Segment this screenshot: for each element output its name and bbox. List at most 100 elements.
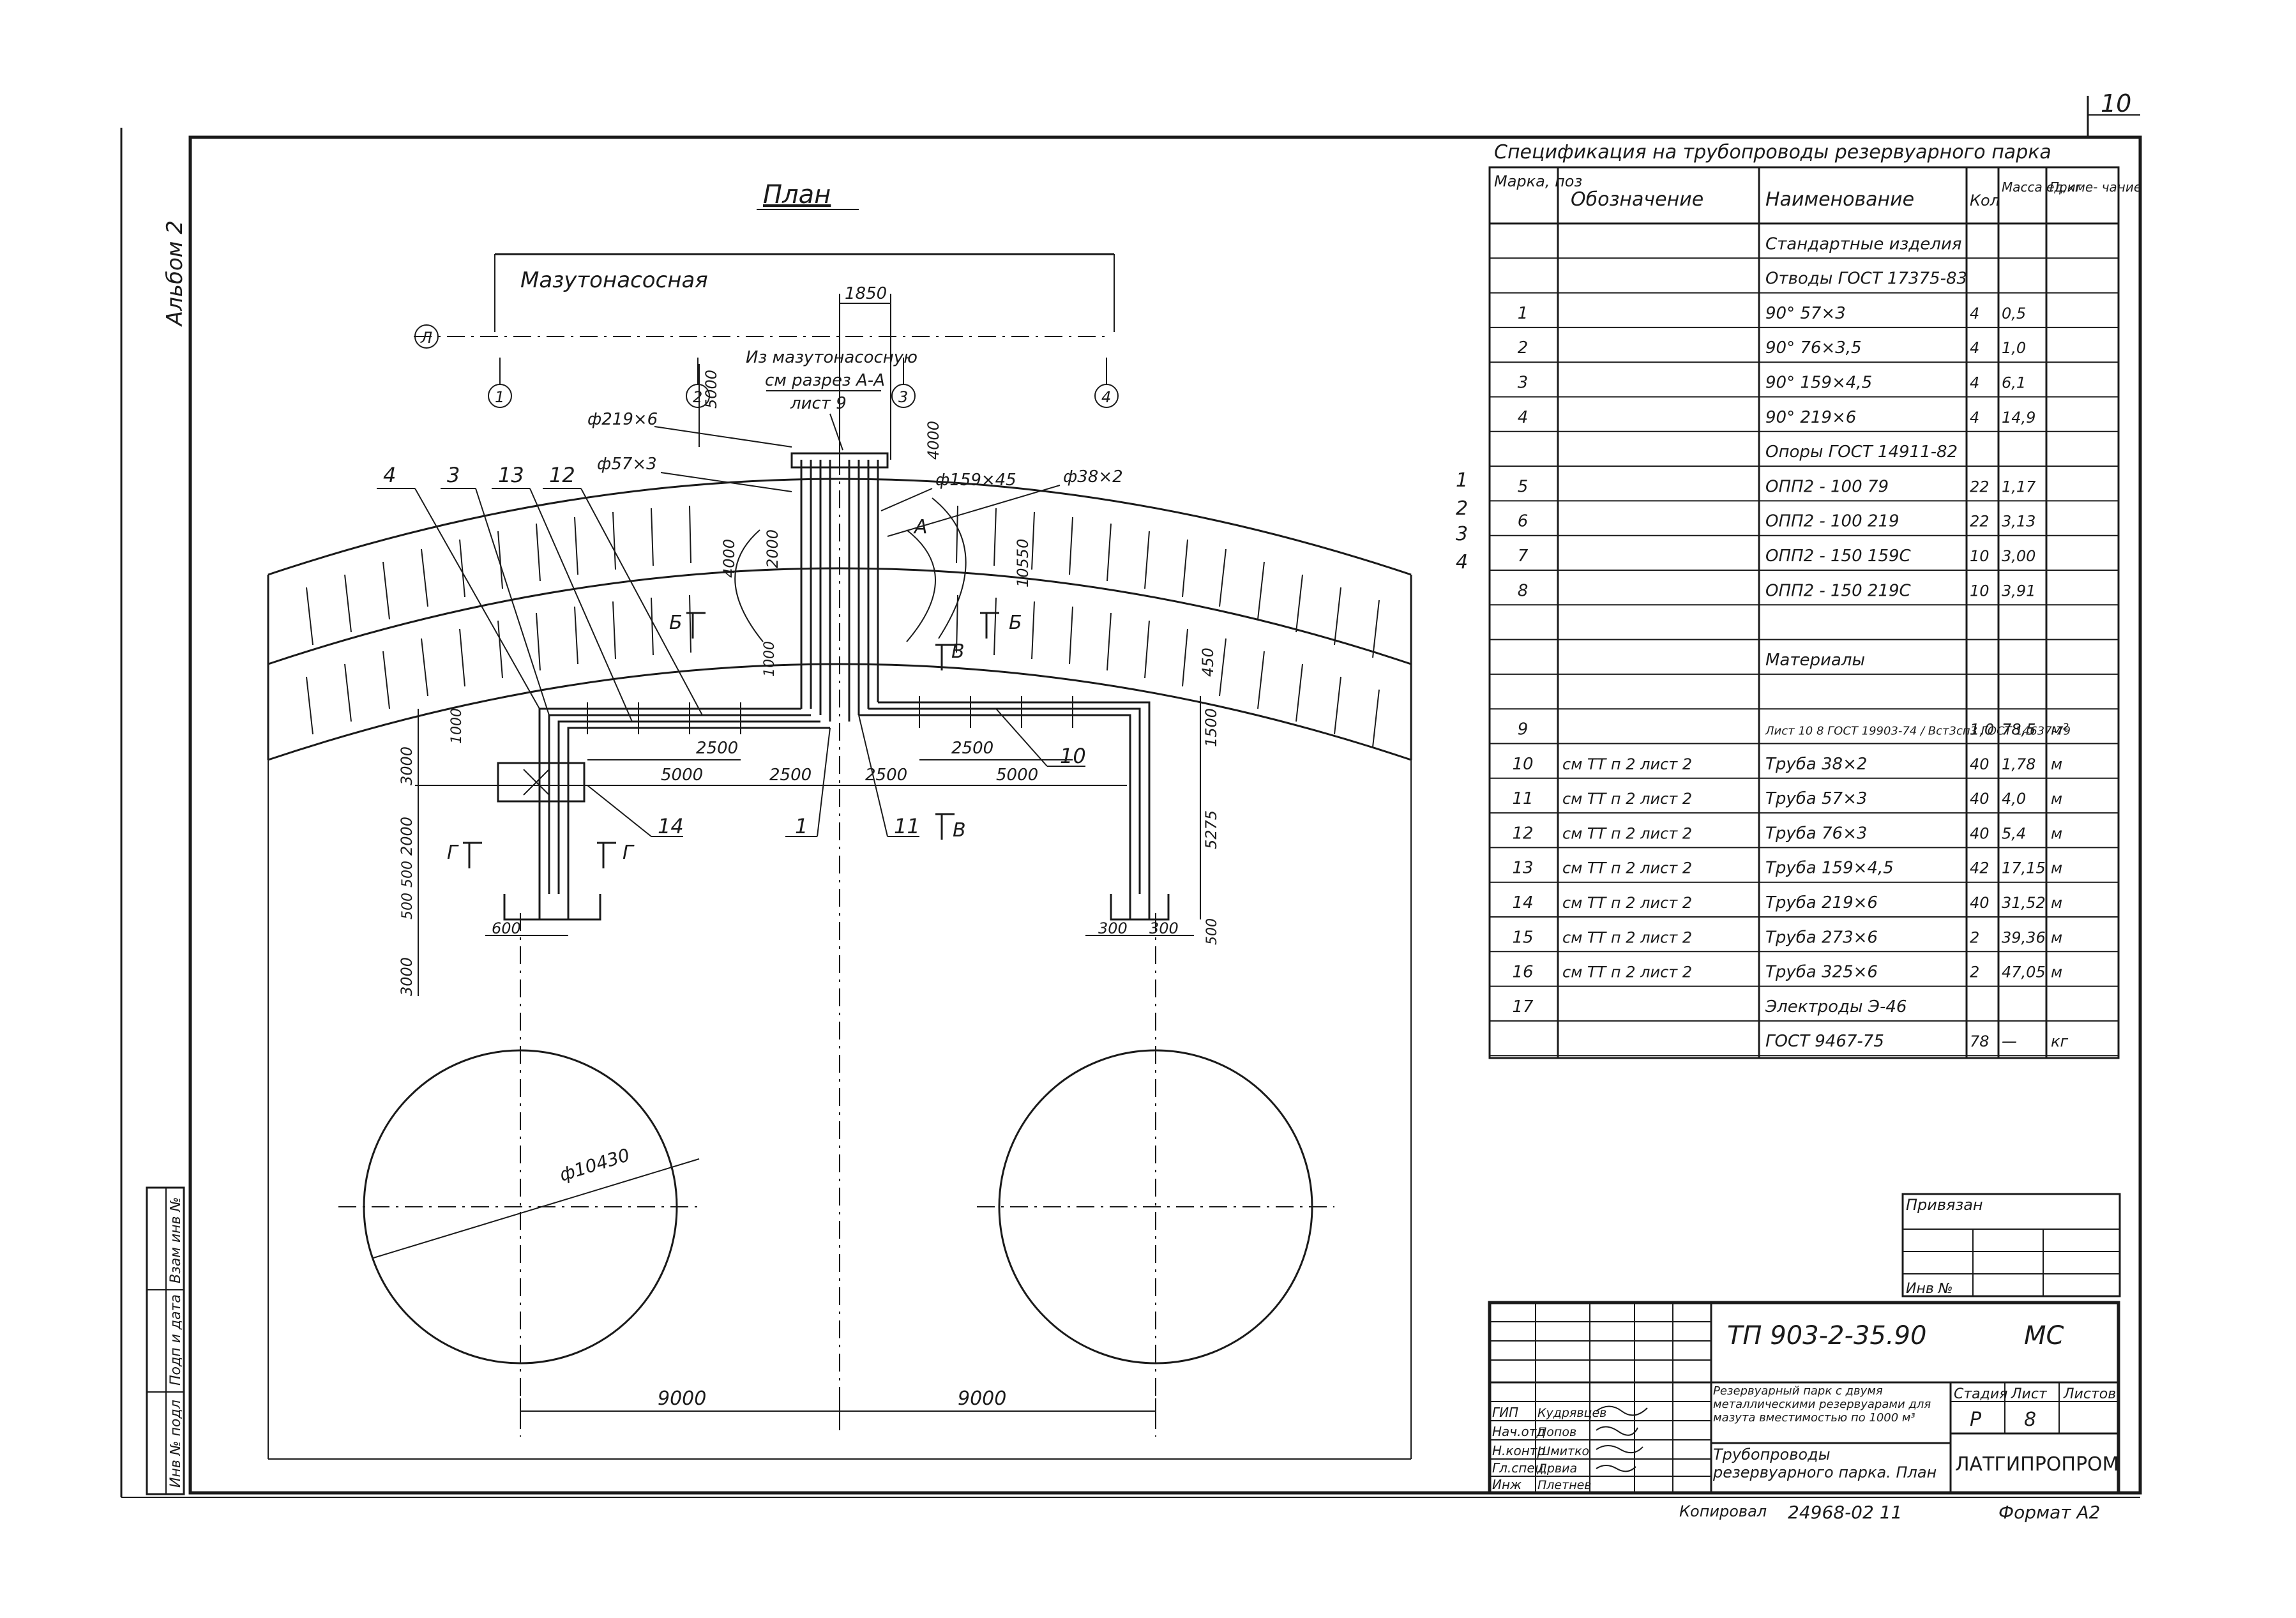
name-nach-otd: Попов [1537, 1425, 1576, 1439]
spec-cell-qty: 40 [1970, 894, 1990, 912]
page-number: 10 [2101, 89, 2131, 117]
spec-cell-qty: 42 [1970, 859, 1990, 877]
spec-cell-mass: 5,4 [2002, 824, 2026, 842]
spec-cell-note: м [2051, 824, 2062, 842]
spec-cell-qty: 4 [1970, 305, 1979, 322]
section-G-left: Г [447, 842, 459, 864]
dim-3000a: 3000 [398, 746, 416, 785]
spec-cell-name: Труба 38×2 [1765, 755, 1867, 774]
pos-mark-13: 13 [498, 463, 524, 487]
spec-cell-pos: 11 [1512, 789, 1533, 808]
spec-cell-note: м [2051, 790, 2062, 808]
spec-cell-name: 90° 57×3 [1765, 304, 1846, 323]
privyazan-label: Привязан [1906, 1196, 1983, 1214]
axis-bubble-L: Л [420, 329, 432, 347]
spec-cell-pos: 3 [1518, 374, 1529, 393]
spec-cell-mass: 1,17 [2002, 478, 2036, 495]
spec-cell-mass: 14,9 [2002, 409, 2035, 427]
spec-cell-pos: 9 [1518, 720, 1529, 739]
spec-cell-mass: 3,91 [2002, 582, 2035, 600]
title-code: ТП 903-2-35.90 [1727, 1321, 1926, 1350]
pumphouse-callout: Из мазутонасосную см разрез А-А лист 9 [746, 348, 918, 451]
spec-cell-pos: 2 [1518, 338, 1529, 358]
spec-header-note: Приме- чание [2050, 179, 2141, 195]
spec-cell-pos: 7 [1518, 547, 1529, 566]
spec-cell-designation: см ТТ п 2 лист 2 [1562, 928, 1692, 946]
spec-cell-note: м [2051, 894, 2062, 912]
section-G-right: Г [623, 842, 635, 864]
spec-cell-mass: 78,5 [2002, 721, 2035, 739]
spec-cell-mass: — [2002, 1032, 2017, 1050]
spec-cell-mass: 31,52 [2002, 894, 2046, 912]
axis-bubble-2: 2 [693, 388, 702, 406]
spec-cell-name: Труба 76×3 [1765, 824, 1867, 843]
privyazan-block: Привязан Инв № [1901, 1193, 2121, 1297]
dim-600: 600 [492, 919, 521, 937]
spec-cell-qty: 4 [1970, 374, 1979, 392]
spec-cell-mass: 1,0 [2002, 339, 2026, 357]
spec-cell-pos: 16 [1512, 963, 1533, 982]
spec-cell-qty: 2 [1970, 964, 1979, 981]
callout-line1: Из мазутонасосную [746, 348, 918, 367]
spec-cell-name: Труба 219×6 [1765, 893, 1878, 912]
pump-house: Мазутонасосная [414, 253, 1115, 337]
role-inzh: Инж [1492, 1477, 1522, 1492]
pos-mark-3: 3 [447, 463, 460, 487]
spec-margin-note-4: 4 [1456, 551, 1468, 573]
axis-bubble-4: 4 [1101, 388, 1111, 406]
spec-cell-name: Материалы [1765, 651, 1865, 670]
dim-2500b: 2500 [951, 739, 993, 758]
spec-title: Спецификация на трубопроводы резервуарно… [1494, 141, 2051, 163]
spec-cell-note: м [2051, 928, 2062, 946]
sheet-format: Формат А2 [1998, 1502, 2100, 1523]
tank-diameter: ф10430 [557, 1144, 632, 1186]
spec-cell-mass: 39,36 [2002, 928, 2046, 946]
spec-cell-name: Труба 273×6 [1765, 928, 1878, 947]
spec-cell-qty: 2 [1970, 928, 1979, 946]
spec-cell-name: Отводы ГОСТ 17375-83 [1765, 269, 1967, 289]
dim-500c: 500 [1204, 918, 1220, 945]
spec-header-qty: Кол [1970, 192, 2000, 209]
stamp-podp-data: Подп и дата [168, 1294, 184, 1386]
spec-cell-note: м² [2051, 721, 2069, 739]
dim-2500a: 2500 [696, 739, 738, 758]
label-38x2: ф38×2 [1063, 467, 1123, 487]
spec-cell-mass: 3,00 [2002, 547, 2035, 565]
spec-cell-name: ОПП2 - 100 79 [1765, 477, 1889, 496]
spec-cell-qty: 40 [1970, 755, 1990, 773]
side-stamp: Инв № подл Подп и дата Взам инв № [146, 1186, 185, 1495]
spec-cell-mass: 6,1 [2002, 374, 2026, 392]
role-gl-spec: Гл.спец [1492, 1460, 1543, 1476]
dim-5000: 5000 [702, 370, 720, 409]
spec-cell-designation: см ТТ п 2 лист 2 [1562, 964, 1692, 981]
spec-cell-pos: 4 [1518, 408, 1529, 427]
spec-margin-note-3: 3 [1456, 523, 1468, 545]
dim-10550: 10550 [1014, 539, 1032, 587]
spec-cell-qty: 22 [1970, 513, 1990, 531]
spec-cell-name: Стандартные изделия [1765, 234, 1961, 253]
role-n-kontr: Н.контр [1492, 1443, 1545, 1458]
dim-3000b: 3000 [398, 957, 416, 996]
spec-cell-pos: 17 [1512, 997, 1534, 1017]
copied-by: Копировал [1679, 1502, 1767, 1520]
section-V-top: В [951, 640, 965, 663]
spec-cell-designation: см ТТ п 2 лист 2 [1562, 824, 1692, 842]
spec-cell-name: ОПП2 - 150 159С [1765, 547, 1912, 566]
spec-cell-qty: 10 [1970, 547, 1990, 565]
dim-5275: 5275 [1202, 810, 1220, 849]
spec-cell-note: м [2051, 859, 2062, 877]
title-project: Резервуарный парк с двумя металлическими… [1713, 1384, 1931, 1425]
pipe-bundle [497, 452, 1170, 921]
spec-cell-designation: см ТТ п 2 лист 2 [1562, 859, 1692, 877]
spec-cell-pos: 15 [1512, 928, 1533, 947]
spec-cell-name: Лист 10 8 ГОСТ 19903-74 / Вст3сп3 ГОСТ 1… [1765, 725, 2071, 738]
spec-cell-qty: 4 [1970, 409, 1979, 427]
spec-cell-name: Электроды Э-46 [1765, 997, 1907, 1017]
title-stage: Р [1970, 1409, 1982, 1431]
spec-header-mark: Марка, поз [1494, 172, 1582, 190]
copy-number: 24968-02 11 [1788, 1502, 1902, 1523]
dim-500a: 500 [400, 861, 416, 888]
dim-1500: 1500 [1202, 708, 1220, 747]
spec-cell-name: ОПП2 - 100 219 [1765, 512, 1899, 531]
